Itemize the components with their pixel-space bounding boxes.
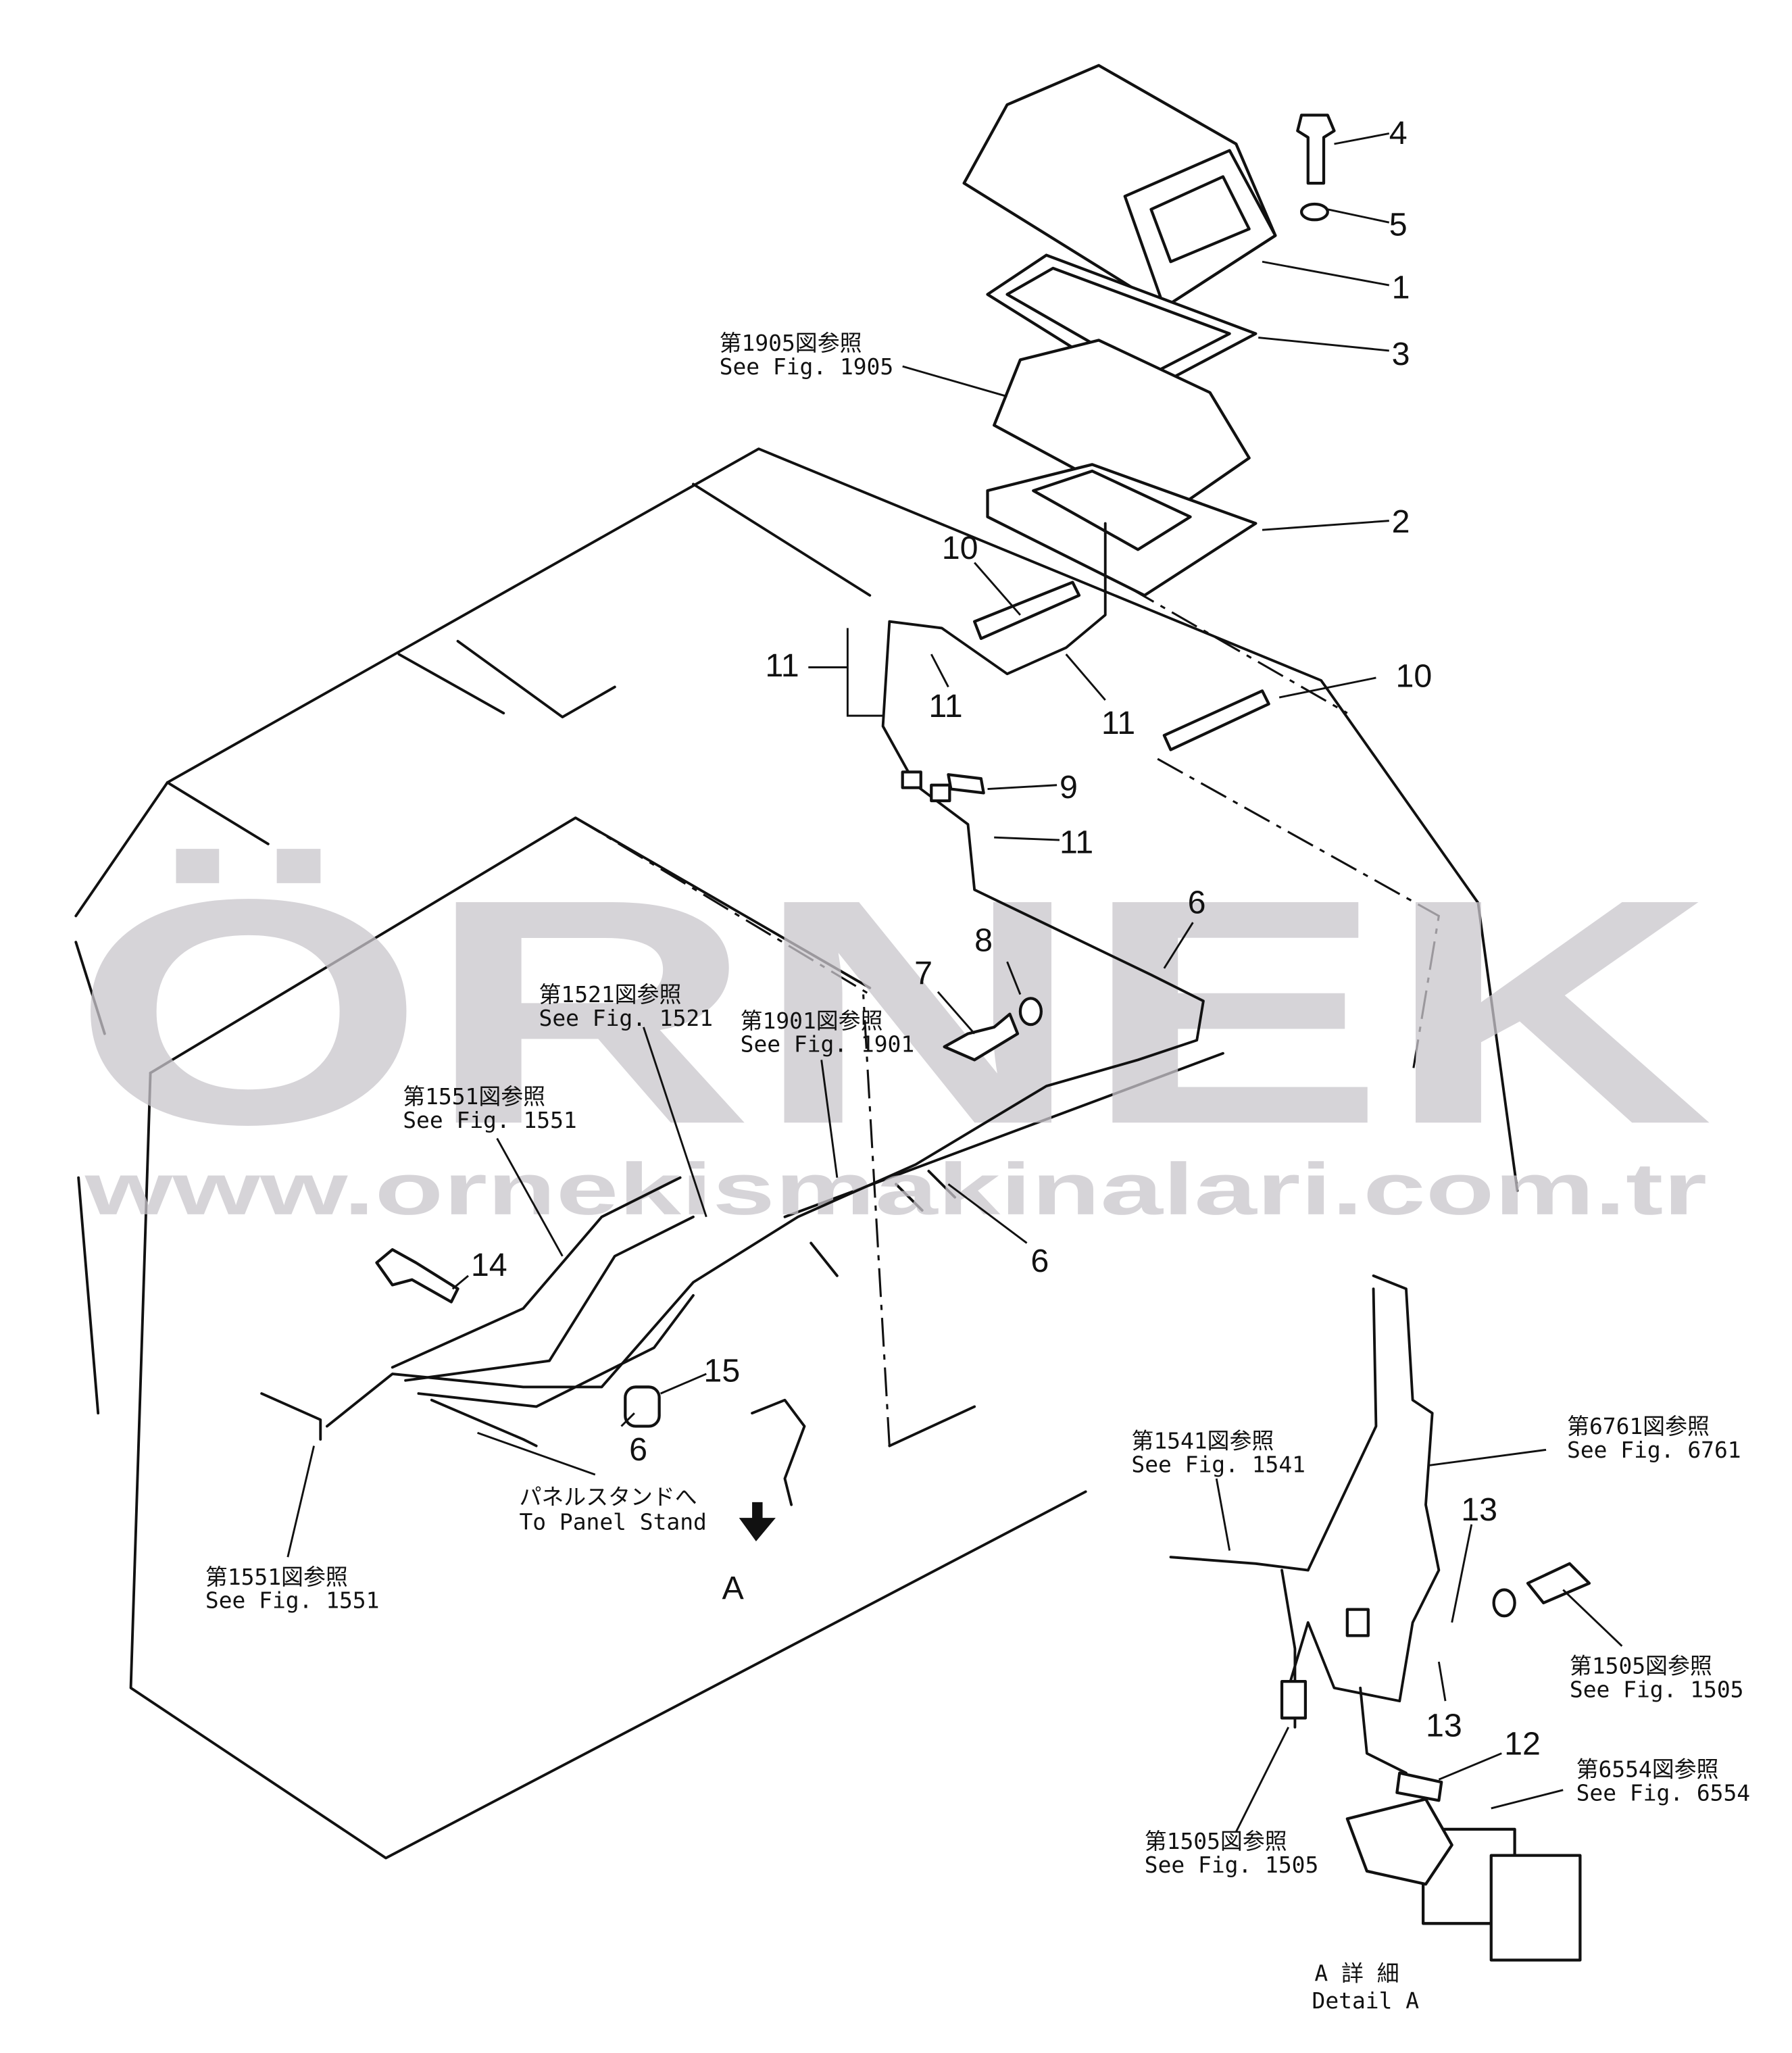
- ref-1905-jp: 第1905図参照: [720, 330, 862, 356]
- callout-6: 6: [629, 1431, 647, 1468]
- ref-1505-en: See Fig. 1505: [1145, 1852, 1319, 1878]
- callout-8: 8: [974, 922, 993, 959]
- washer-part-8: [1018, 997, 1043, 1026]
- callout-numbers: 4 5 1 3 2 10 10 11 11 11 9 11 6 8 7 6 14…: [471, 115, 1541, 1762]
- watermark: ÖRNEK www.ornekismakinalari.com.tr: [72, 833, 1713, 1230]
- callout-9: 9: [1060, 769, 1078, 806]
- ref-1551-jp: 第1551図参照: [205, 1564, 348, 1590]
- detail-a-en: Detail A: [1312, 1987, 1420, 2014]
- plate-part-10b: [1162, 689, 1270, 751]
- cover-part-1: [962, 64, 1277, 310]
- ref-1505-jp: 第1505図参照: [1570, 1652, 1712, 1679]
- callout-12: 12: [1504, 1726, 1541, 1762]
- harness-detail-a: [751, 1398, 806, 1506]
- ref-1901-jp: 第1901図参照: [741, 1008, 883, 1034]
- plate-part-10a: [973, 580, 1081, 641]
- bolt-part-4: [1296, 114, 1336, 185]
- detail-a-jp: A 詳 細: [1314, 1960, 1399, 1987]
- ref-1541-en: See Fig. 1541: [1131, 1451, 1305, 1477]
- callout-10: 10: [942, 530, 978, 566]
- connector: [901, 770, 922, 789]
- ref-1551-en: See Fig. 1551: [205, 1587, 380, 1614]
- ref-1505-jp: 第1505図参照: [1145, 1828, 1287, 1854]
- ref-1901-en: See Fig. 1901: [741, 1031, 915, 1058]
- panel-stand-en: To Panel Stand: [519, 1508, 706, 1535]
- watermark-url: www.ornekismakinalari.com.tr: [84, 1148, 1707, 1230]
- panel-stand-jp: パネルスタンドへ: [519, 1484, 697, 1510]
- callout-11: 11: [765, 647, 799, 684]
- callout-11: 11: [928, 688, 962, 724]
- callout-10: 10: [1395, 658, 1432, 695]
- spacer-part-15: [624, 1385, 661, 1428]
- detail-a-view: [1169, 1274, 1591, 1962]
- callout-13: 13: [1426, 1707, 1462, 1743]
- callout-7: 7: [914, 955, 932, 991]
- ref-1551-en: See Fig. 1551: [403, 1107, 577, 1133]
- ref-1541-jp: 第1541図参照: [1131, 1427, 1274, 1454]
- leader-lines: [287, 132, 1623, 1833]
- callout-13: 13: [1461, 1491, 1497, 1528]
- washer-part-5: [1299, 202, 1329, 222]
- ref-1521-jp: 第1521図参照: [539, 981, 682, 1008]
- callout-2: 2: [1392, 503, 1410, 540]
- ref-1551-jp: 第1551図参照: [403, 1083, 545, 1110]
- bolt-part-7: [943, 1012, 1020, 1062]
- view-marker-a: A: [722, 1570, 745, 1606]
- base-part-2: [986, 463, 1258, 597]
- ref-1521-en: See Fig. 1521: [539, 1005, 714, 1031]
- view-arrow: [739, 1502, 776, 1541]
- bolt-part-14: [375, 1248, 459, 1304]
- callout-3: 3: [1392, 336, 1410, 372]
- watermark-brand: ÖRNEK: [72, 833, 1713, 1191]
- callout-5: 5: [1389, 207, 1408, 243]
- callout-6: 6: [1030, 1243, 1049, 1279]
- ref-1905-en: See Fig. 1905: [720, 353, 894, 380]
- callout-15: 15: [703, 1353, 740, 1389]
- callout-11: 11: [1101, 705, 1135, 741]
- wiring-harness: [260, 522, 1205, 1541]
- ref-6761-jp: 第6761図参照: [1567, 1413, 1710, 1439]
- callout-11: 11: [1060, 824, 1093, 860]
- ref-6554-en: See Fig. 6554: [1576, 1779, 1751, 1806]
- ref-1505-en: See Fig. 1505: [1570, 1676, 1744, 1702]
- callout-1: 1: [1392, 269, 1410, 305]
- clip-part-9: [947, 773, 985, 795]
- figure-references: 第1905図参照 See Fig. 1905 第1521図参照 See Fig.…: [205, 330, 1750, 2014]
- connector: [930, 783, 951, 803]
- callout-6: 6: [1188, 885, 1206, 921]
- ref-6554-jp: 第6554図参照: [1576, 1756, 1719, 1782]
- ref-6761-en: See Fig. 6761: [1567, 1437, 1741, 1463]
- callout-4: 4: [1389, 115, 1408, 151]
- callout-14: 14: [471, 1247, 507, 1283]
